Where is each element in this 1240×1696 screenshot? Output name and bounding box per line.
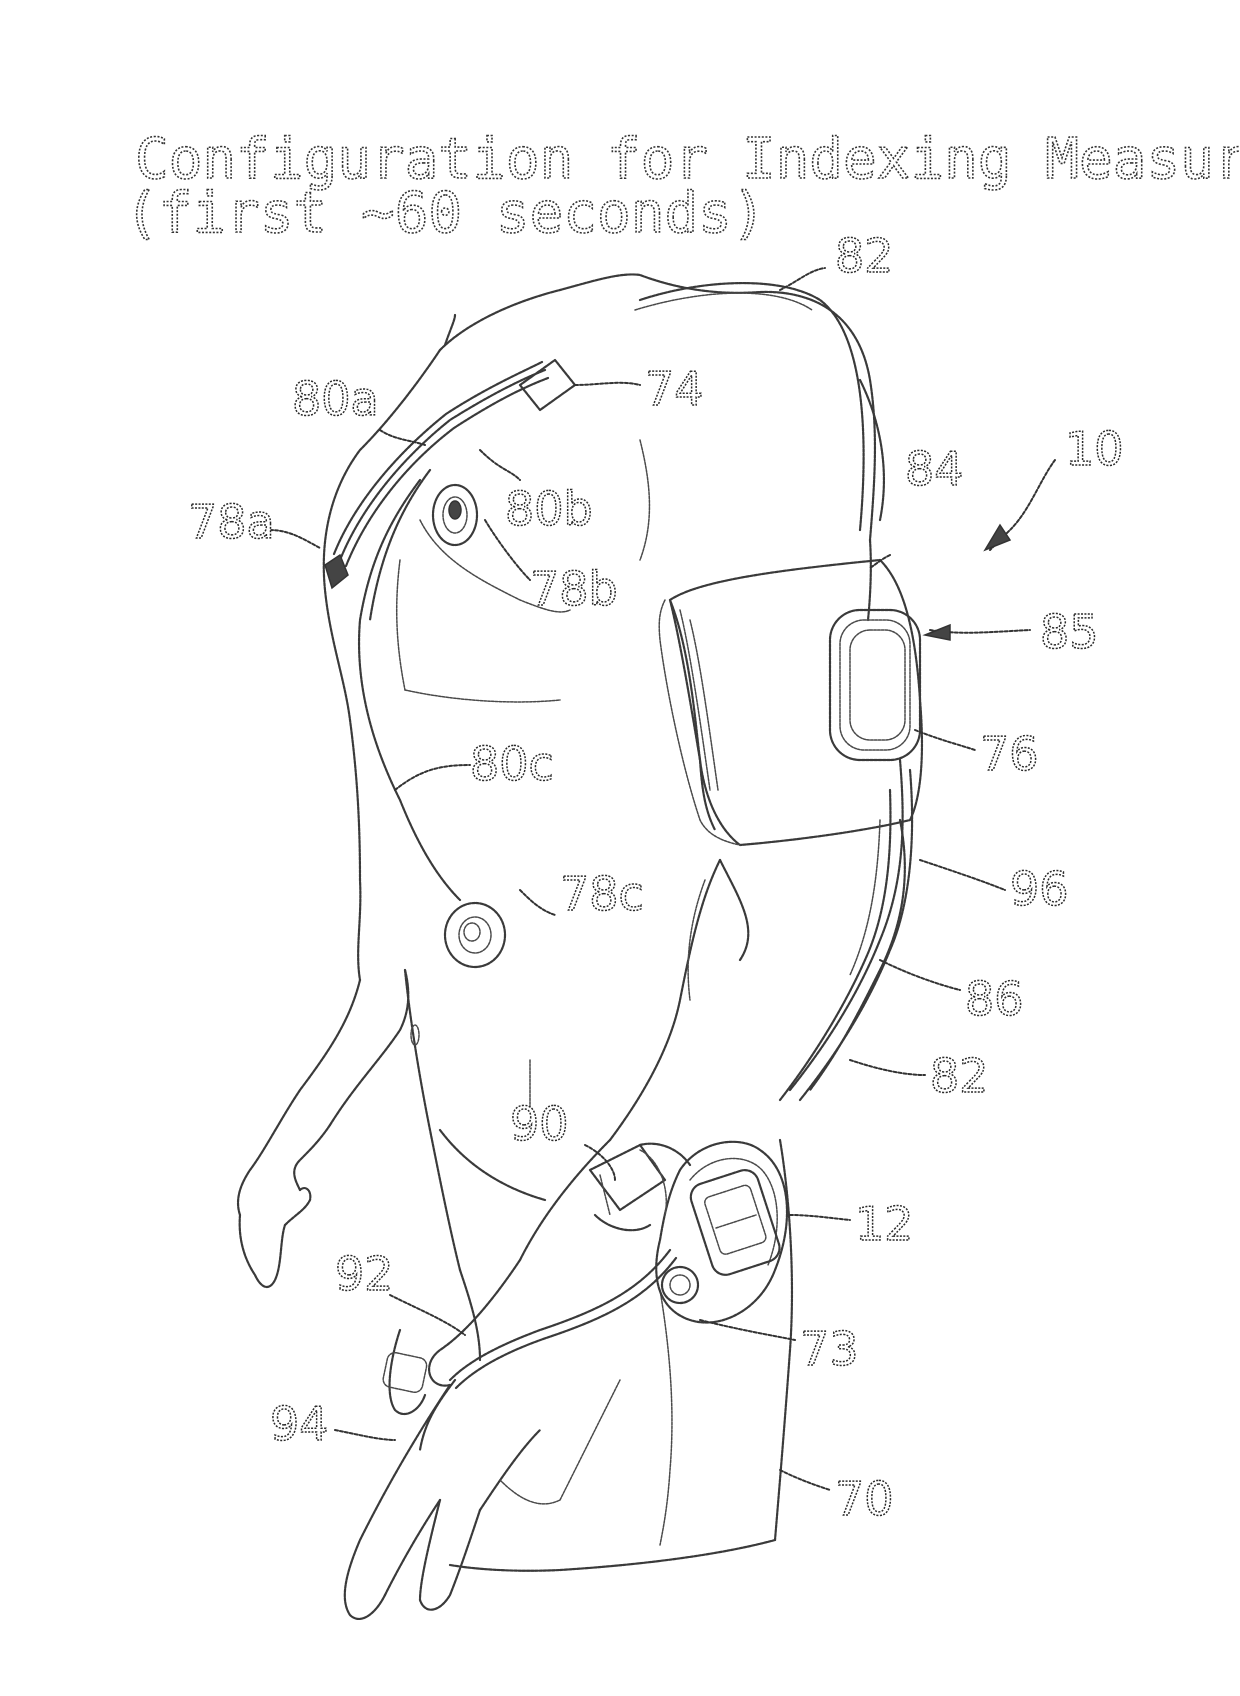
ref-84: 84	[905, 442, 964, 496]
ref-90: 90	[510, 1097, 569, 1151]
electrode-78a	[325, 555, 348, 588]
ref-80a: 80a	[292, 372, 379, 426]
patient-body-drawing	[238, 274, 875, 1570]
ref-78a: 78a	[188, 495, 275, 549]
ref-92: 92	[335, 1247, 394, 1301]
ref-80b: 80b	[505, 482, 593, 536]
ref-74: 74	[645, 362, 704, 416]
ref-76: 76	[980, 727, 1039, 781]
ref-82-top: 82	[835, 229, 894, 283]
electrode-78b	[433, 485, 477, 545]
blood-pressure-cuff	[659, 560, 922, 845]
ref-78c: 78c	[560, 867, 644, 921]
ref-85: 85	[1040, 605, 1099, 659]
ref-80c: 80c	[470, 737, 554, 791]
ref-73: 73	[800, 1322, 859, 1376]
ref-70: 70	[835, 1472, 894, 1526]
ref-86: 86	[965, 972, 1024, 1026]
ref-78b: 78b	[530, 562, 618, 616]
ref-82-bottom: 82	[930, 1049, 989, 1103]
reference-labels: 82 74 80a 80b 78a 78b 10 84 85 76 80c 78…	[188, 229, 1124, 1526]
ref-94: 94	[270, 1397, 329, 1451]
ref-12: 12	[855, 1197, 914, 1251]
electrode-78c	[445, 903, 505, 967]
figure-caption-line2: (first ~60 seconds)	[125, 181, 766, 246]
ref-10: 10	[1065, 422, 1124, 476]
ref-96: 96	[1010, 862, 1069, 916]
